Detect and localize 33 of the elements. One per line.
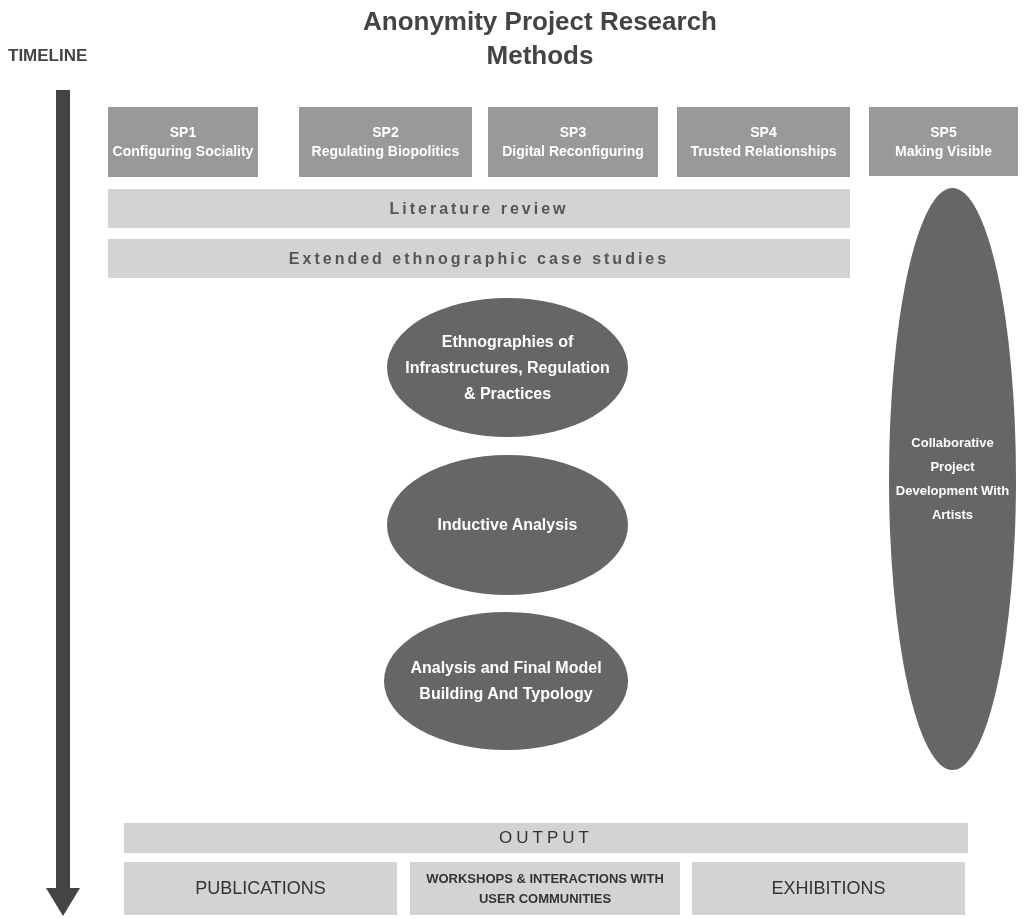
sp-box <box>108 107 258 177</box>
method-bar <box>108 189 850 228</box>
box-label: Configuring Sociality <box>112 142 254 161</box>
box-label: Extended ethnographic case studies <box>288 249 670 268</box>
box-label: PUBLICATIONS <box>195 878 326 899</box>
sp-box <box>299 107 472 177</box>
box-heading: SP5 <box>930 122 957 142</box>
sp-box <box>869 107 1018 176</box>
output-box <box>410 862 680 915</box>
box-label: Analysis and Final Model Building And Typology <box>409 658 603 704</box>
box-label: Literature review <box>389 199 569 218</box>
box-label: WORKSHOPS & INTERACTIONS WITH USER COMMUNITIES <box>425 869 665 908</box>
box-label: OUTPUT <box>499 828 593 848</box>
box-label: Ethnographies of Infrastructures, Regulation & Practices <box>404 331 611 404</box>
axis-label: TIMELINE <box>8 46 88 66</box>
box-heading: SP2 <box>372 123 399 142</box>
sp-box <box>488 107 658 177</box>
diagram-title: Anonymity Project Research Methods <box>362 5 718 72</box>
output-box <box>124 862 397 915</box>
box-heading: SP1 <box>169 123 197 142</box>
box-heading: SP4 <box>750 123 777 142</box>
box-label: Trusted Relationships <box>690 142 837 161</box>
sp-box <box>677 107 850 177</box>
box-label: Regulating Biopolitics <box>311 142 460 161</box>
output-bar <box>124 823 968 853</box>
box-label: Collaborative Project Development With Artists <box>894 434 1011 524</box>
box-label: Inductive Analysis <box>437 515 578 535</box>
box-label: Making Visible <box>895 141 992 161</box>
box-label: EXHIBITIONS <box>771 878 886 899</box>
output-box <box>692 862 965 915</box>
method-bar <box>108 239 850 278</box>
box-heading: SP3 <box>559 123 587 142</box>
box-label: Digital Reconfiguring <box>502 142 644 161</box>
